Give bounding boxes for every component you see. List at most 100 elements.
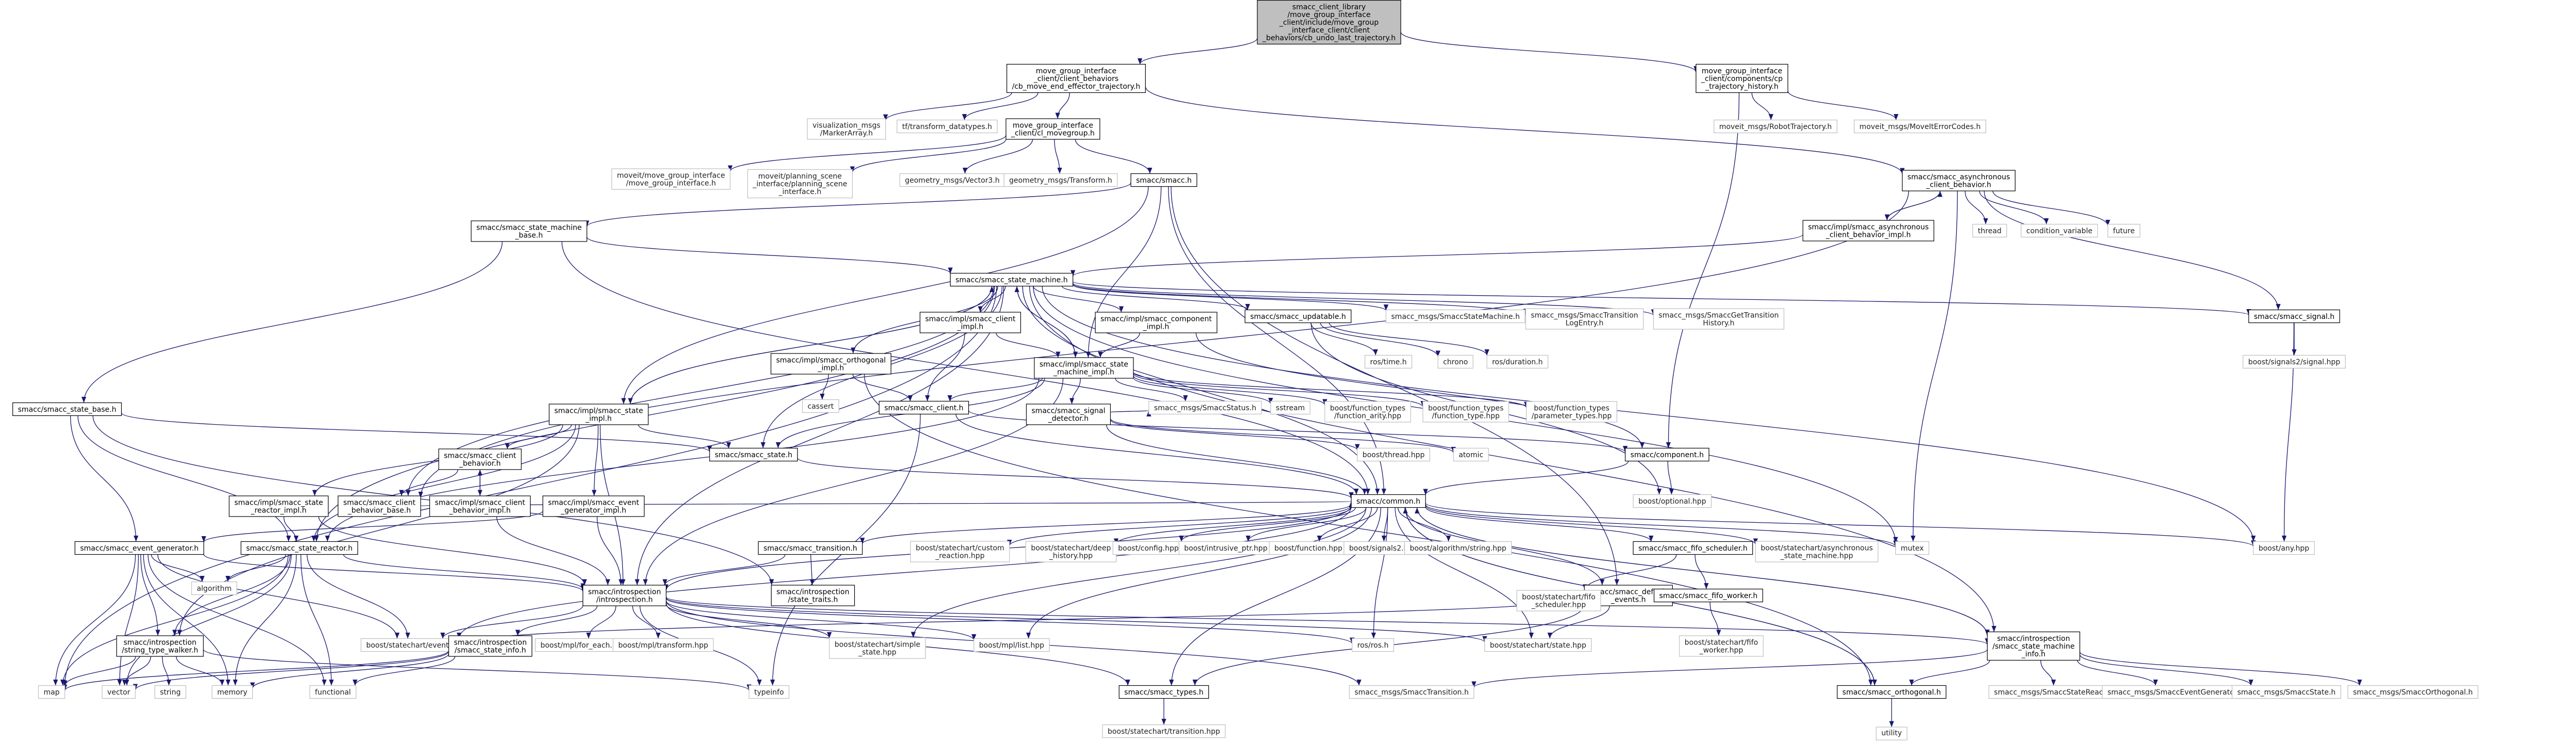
node-label-line: smacc/smacc_event_generator.h [80,544,199,553]
node-label-line: cassert [808,402,834,411]
node-n-clbehbase[interactable]: smacc/smacc_client_behavior_base.h [338,495,421,517]
edge-n-evgen-to-n-strwalker [140,554,161,636]
edge-n-reactor-to-e-functional [300,554,334,686]
node-label-line: boost/mpl/transform.hpp [618,641,708,650]
node-n-transition[interactable]: smacc/smacc_transition.h [758,541,863,555]
node-n-climpl[interactable]: smacc/impl/smacc_client_impl.h [919,312,1021,333]
node-box [1987,631,2081,661]
node-n-clbeh[interactable]: smacc/smacc_client_behavior.h [438,448,522,470]
node-n-state[interactable]: smacc/smacc_state.h [709,447,798,462]
node-n-clbehimpl[interactable]: smacc/impl/smacc_client_behavior_impl.h [429,495,531,517]
node-n-asyncbeh[interactable]: smacc/smacc_asynchronous_client_behavior… [1902,170,2015,191]
node-n-fifosched[interactable]: smacc/smacc_fifo_scheduler.h [1633,541,1753,555]
edge-n-smbase-to-n-statebase [81,241,503,403]
edge-n-statemachine-to-e-smaccsm [1073,284,1388,311]
node-box [2107,223,2140,238]
node-n-statetraits[interactable]: smacc/introspection/state_traits.h [771,585,855,606]
node-n-fifoworker[interactable]: smacc/smacc_fifo_worker.h [1654,588,1763,603]
node-e-boptional: boost/optional.hpp [1633,494,1712,508]
node-e-algstring: boost/algorithm/string.hpp [1404,541,1512,555]
node-n-compimpl[interactable]: smacc/impl/smacc_component_impl.h [1095,312,1218,333]
node-box [1876,727,1908,740]
node-e-scstate: boost/statechart/state.hpp [1484,638,1592,652]
node-box [1357,447,1430,462]
node-box [102,685,136,699]
edge-n-asyncimpl-to-n-asyncbeh [1886,190,1943,221]
node-n-reactor[interactable]: smacc/smacc_state_reactor.h [241,541,358,555]
node-box [1895,541,1929,555]
node-label-line: move_group_interface [1036,67,1116,75]
node-label-line: algorithm [197,585,232,593]
edge-n-smstateinfo-to-e-smortho [2079,651,2362,686]
node-box [878,400,969,415]
node-e-vector: vector [102,685,136,699]
node-box [1118,685,1209,699]
node-n-introspection[interactable]: smacc/introspection/introspection.h [582,585,667,606]
node-n-common[interactable]: smacc/common.h [1351,494,1426,508]
node-label-line: smacc_msgs/SmaccState.h [2237,688,2336,697]
node-label-line: _interface.h [778,188,822,196]
edge-n-smacc-to-n-common [1168,186,1386,495]
node-label-line: moveit_msgs/MoveItErrorCodes.h [1859,123,1980,131]
edge-n-clmove-to-e-transform [1054,139,1062,174]
node-box [1257,0,1401,45]
node-box [1695,63,1788,93]
node-box [542,495,645,517]
edge-n-sigdetector-to-e-bthread [1110,419,1360,450]
edge-n-statemachine-to-n-climpl [978,286,1006,313]
node-n-client[interactable]: smacc/smacc_client.h [878,400,969,415]
node-e-smtransition: smacc_msgs/SmaccTransition.h [1349,685,1475,699]
edge-n-reactor-to-n-introspection [343,554,585,590]
node-box [1095,312,1218,333]
node-label-line: smacc_msgs/SmaccStatus.h [1154,404,1256,412]
node-n-evgenimpl[interactable]: smacc/impl/smacc_event_generator_impl.h [542,495,645,517]
node-label-line: _impl.h [1143,323,1170,331]
node-label-line: boost/mpl/list.hpp [979,641,1044,650]
node-e-bfunction: boost/function.hpp [1269,541,1348,555]
node-e-vec3: geometry_msgs/Vector3.h [899,173,1005,187]
node-n-smbase[interactable]: smacc/smacc_state_machine_base.h [471,220,587,242]
node-label-line: /function_type.hpp [1432,412,1499,421]
node-root[interactable]: smacc_client_library/move_group_interfac… [1257,0,1401,45]
edge-n-evgen-to-e-algorithm [151,554,205,582]
node-n-strwalker[interactable]: smacc/introspection/string_type_walker.h [116,635,204,657]
node-n-orthogonal[interactable]: smacc/smacc_orthogonal.h [1836,685,1947,699]
node-n-statebase[interactable]: smacc/smacc_state_base.h [12,402,122,416]
node-n-updatable[interactable]: smacc/smacc_updatable.h [1244,309,1352,324]
node-box [1654,588,1763,603]
node-n-orthoimpl[interactable]: smacc/impl/smacc_orthogonal_impl.h [771,353,891,375]
edge-n-climpl-to-n-client [925,332,965,401]
edge-n-statemachine-to-e-smacctrlog [1073,283,1528,315]
node-label-line: /move_group_interface [1288,11,1371,19]
node-e-smortho: smacc_msgs/SmaccOrthogonal.h [2347,685,2478,699]
node-n-asyncimpl[interactable]: smacc/impl/smacc_asynchronous_client_beh… [1802,220,1934,241]
node-n-smstateinfo[interactable]: smacc/introspection/smacc_state_machine_… [1987,631,2081,661]
node-n-evgen[interactable]: smacc/smacc_event_generator.h [74,541,204,555]
node-n-smaccstateinfo[interactable]: smacc/introspection/smacc_state_info.h [448,635,533,657]
node-label-line: boost/function_types [1534,405,1609,413]
edge-n-smimpl-to-e-paramtypes [1133,372,1529,408]
node-n-cbmove[interactable]: move_group_interface_client/client_behav… [1006,63,1146,93]
node-n-signal[interactable]: smacc/smacc_signal.h [2248,309,2340,324]
node-n-clmove[interactable]: move_group_interface_client/cl_movegroup… [1005,118,1100,140]
node-box [1244,309,1352,324]
node-label-line: boost/statechart/event.hpp [366,641,465,650]
node-n-statemachine[interactable]: smacc/smacc_state_machine.h [950,272,1074,287]
node-n-stateimpl[interactable]: smacc/impl/smacc_state_impl.h [549,404,649,425]
node-label-line: smacc/impl/smacc_state [1039,361,1128,369]
node-n-types[interactable]: smacc/smacc_types.h [1118,685,1209,699]
node-n-reactorimpl[interactable]: smacc/impl/smacc_state_reactor_impl.h [229,495,329,517]
edge-n-smbase-to-n-common [562,241,1370,495]
node-n-component[interactable]: smacc/component.h [1625,447,1709,462]
node-n-smimpl[interactable]: smacc/impl/smacc_state_machine_impl.h [1034,357,1134,379]
node-label-line: boost/statechart/state.hpp [1490,641,1587,650]
node-box [241,541,358,555]
node-label-line: _behavior_base.h [347,507,411,515]
node-box [2021,223,2098,238]
node-n-trajhist[interactable]: move_group_interface_client/components/c… [1695,63,1788,93]
node-n-sigdetector[interactable]: smacc/smacc_signal_detector.h [1026,404,1111,425]
node-n-smacc[interactable]: smacc/smacc.h [1130,173,1197,187]
node-label-line: boost/statechart/fifo [1522,593,1595,602]
edge-n-orthoimpl-to-n-orthogonal [863,374,1874,686]
